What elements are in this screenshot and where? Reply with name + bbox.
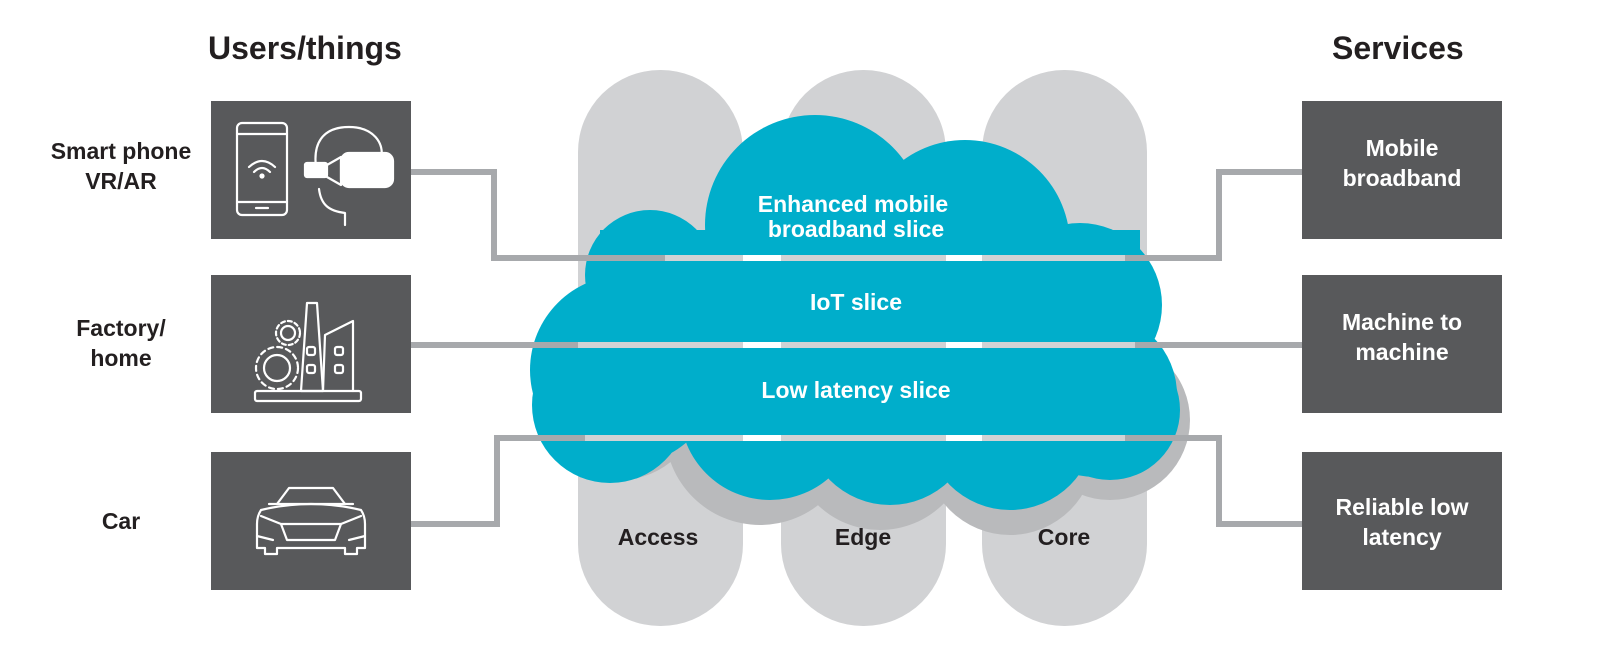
slice-label-embb-line1: Enhanced mobile [758,191,948,217]
car-icon [255,486,367,556]
domain-label-edge: Edge [835,524,891,550]
factory-gears-icon [253,301,363,403]
user-box-factory-home [211,275,411,413]
slice-label-iot: IoT slice [810,289,902,315]
service-box-machine-to-machine: Machine to machine [1302,275,1502,413]
slice-label-embb-line2: broadband slice [768,216,944,242]
user-label-car: Car [101,508,141,534]
connector-gaps [743,255,982,441]
user-box-smartphone-vr [211,101,411,239]
user-label-factory: Factory/ home [76,315,166,371]
connector-highlights [578,255,1135,441]
domain-label-access: Access [618,524,699,550]
user-box-car [211,452,411,590]
services-heading: Services [1332,30,1464,66]
domain-label-core: Core [1038,524,1090,550]
service-box-reliable-low-latency: Reliable low latency [1302,452,1502,590]
user-label-smartphone: Smart phone VR/AR [50,138,192,194]
users-things-heading: Users/things [208,30,402,66]
slice-label-low-latency: Low latency slice [761,377,950,403]
smartphone-vr-headset-icon [235,121,395,227]
service-box-mobile-broadband: Mobile broadband [1302,101,1502,239]
